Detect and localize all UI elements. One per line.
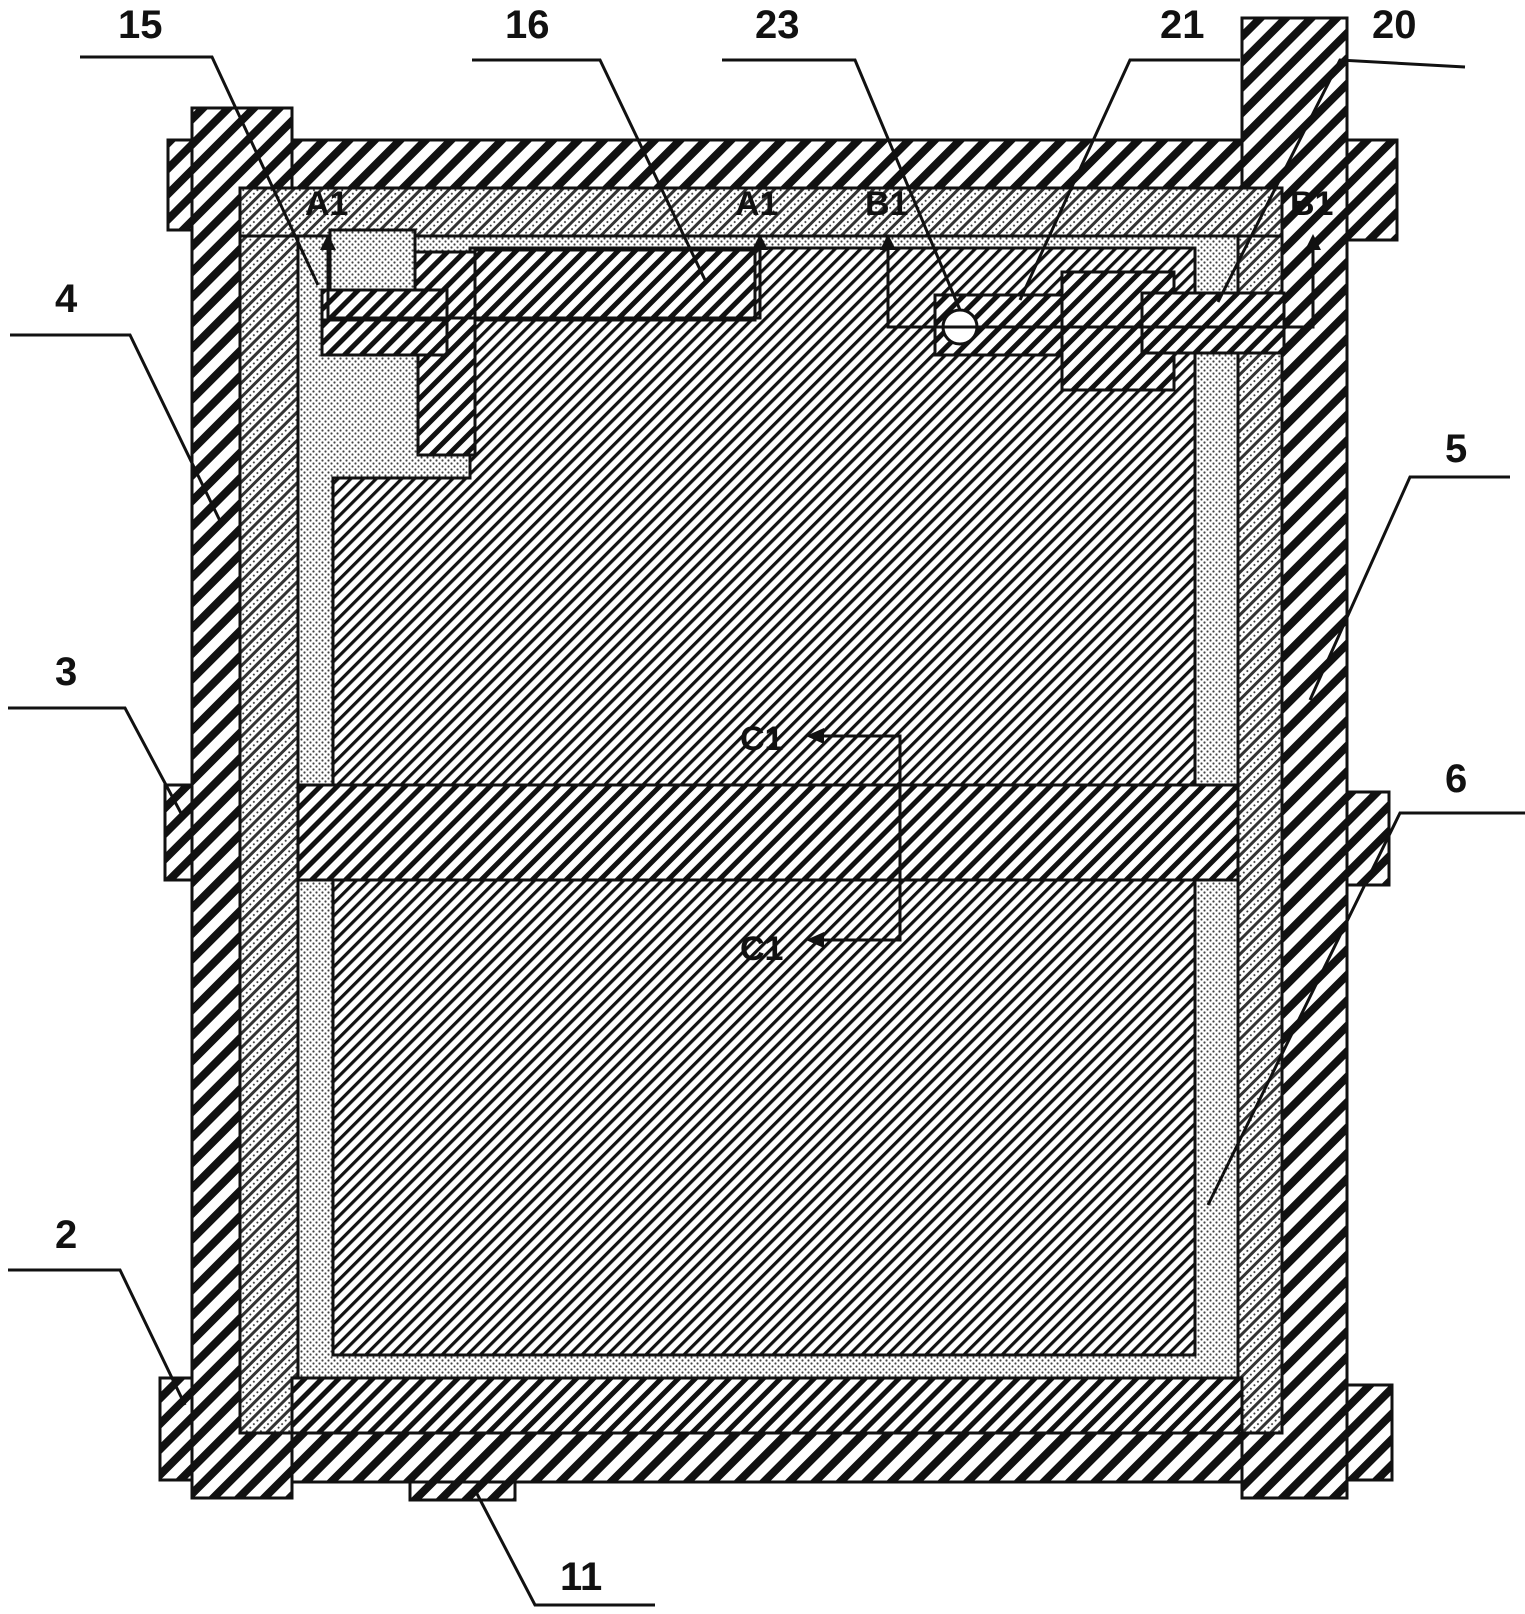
source-electrode xyxy=(320,288,449,322)
section-b1-arrow-left xyxy=(880,234,896,250)
common-stub-right xyxy=(1345,790,1391,887)
section-marker-a1-right: A1 xyxy=(735,185,778,223)
section-marker-a1-left: A1 xyxy=(305,185,348,223)
section-marker-c1-bottom: C1 xyxy=(740,930,783,968)
gate-stub-top-left xyxy=(166,138,194,232)
ref-label-5: 5 xyxy=(1445,427,1467,471)
leader-23 xyxy=(722,58,962,311)
ref-label-23: 23 xyxy=(755,3,800,47)
leader-16 xyxy=(472,58,707,281)
leader-5 xyxy=(1308,475,1510,701)
gate-stub-top-right xyxy=(1345,138,1399,242)
ref-label-16: 16 xyxy=(505,3,550,47)
section-line-b1 xyxy=(886,248,1315,329)
ref-label-2: 2 xyxy=(55,1213,77,1257)
connection-strip-20 xyxy=(1140,291,1286,355)
ref-label-21: 21 xyxy=(1160,3,1205,47)
tft-gate-16 xyxy=(473,248,757,322)
section-marker-b1-left: B1 xyxy=(865,185,908,223)
common-electrode-bottom xyxy=(290,1376,1244,1435)
section-a1-arrow-left xyxy=(320,234,336,250)
leader-4 xyxy=(10,333,224,526)
ref-label-4: 4 xyxy=(55,277,78,321)
section-line-a1 xyxy=(326,248,762,320)
section-c1-arrow-top xyxy=(806,728,824,744)
common-stub-left xyxy=(163,783,194,882)
gate-line-top xyxy=(290,138,1244,192)
section-c1-arrow-bottom xyxy=(806,932,824,948)
leader-6 xyxy=(1206,811,1525,1206)
common-electrode-left xyxy=(238,186,300,1435)
ref-label-3: 3 xyxy=(55,650,77,694)
storage-capacitor-band xyxy=(296,783,1240,882)
gate-stub-bottom-left xyxy=(158,1376,194,1482)
leader-3 xyxy=(8,706,184,816)
leader-2 xyxy=(8,1268,187,1406)
ref-label-11: 11 xyxy=(560,1555,602,1599)
section-marker-b1-right: B1 xyxy=(1290,185,1333,223)
source-lead xyxy=(320,318,449,357)
leader-20 xyxy=(1216,58,1466,303)
leader-21 xyxy=(1018,58,1240,301)
active-layer-15 xyxy=(328,228,417,292)
section-b1-arrow-right xyxy=(1305,234,1321,250)
common-electrode-right xyxy=(1236,186,1284,1435)
leader-11 xyxy=(473,1489,655,1607)
ref-label-6: 6 xyxy=(1445,757,1467,801)
ref-label-15: 15 xyxy=(118,3,163,47)
ref-label-20: 20 xyxy=(1372,3,1417,47)
gate-line-bottom xyxy=(290,1430,1244,1484)
gate-stub-bottom-right xyxy=(1345,1383,1394,1482)
gate-protrusion-11 xyxy=(408,1480,517,1502)
section-line-c1 xyxy=(822,734,902,942)
section-a1-arrow-right xyxy=(752,234,768,250)
section-marker-c1-top: C1 xyxy=(740,720,783,758)
leader-15 xyxy=(80,55,320,286)
